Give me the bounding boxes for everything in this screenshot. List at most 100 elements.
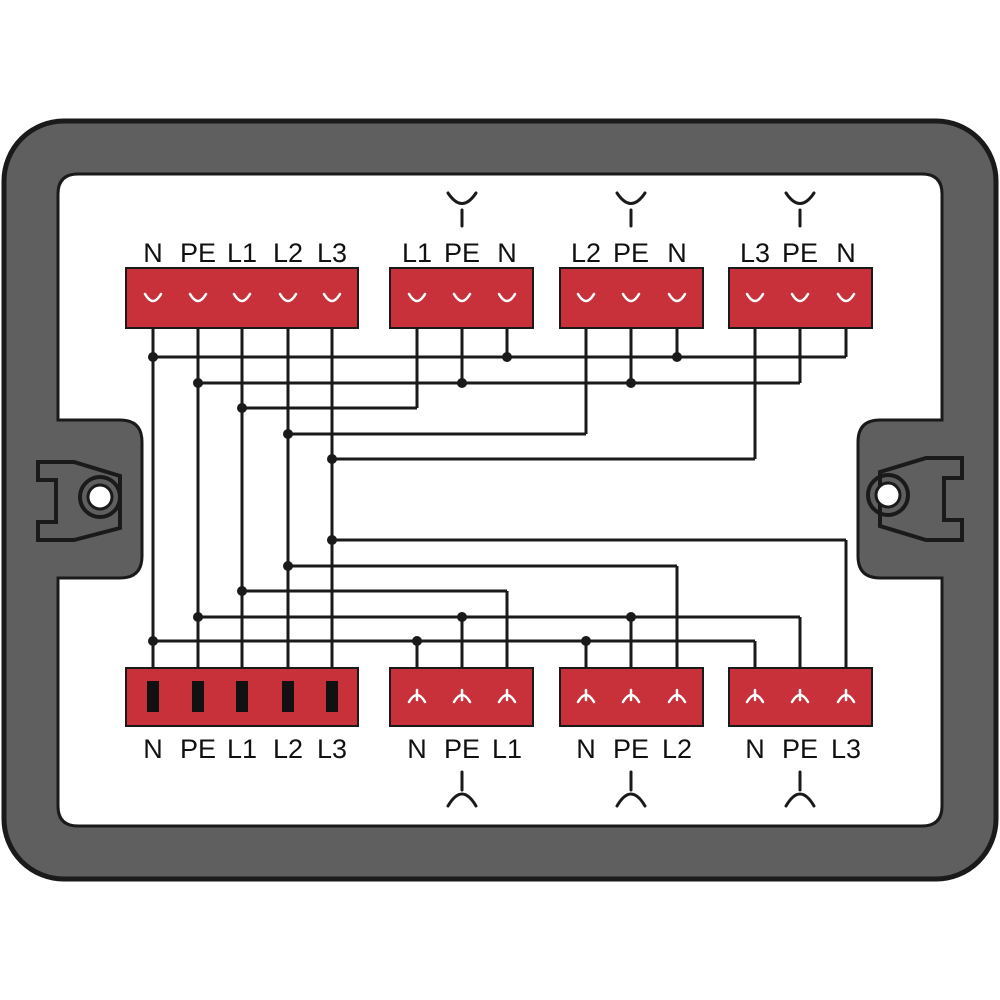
pin-label: L1	[227, 734, 257, 764]
plug-icon	[615, 770, 647, 808]
top-output-3: L3 PE N	[728, 191, 873, 329]
pin-blade	[326, 681, 338, 712]
pin-label: L2	[662, 734, 692, 764]
bottom-output-2: N PE L2	[559, 667, 704, 808]
pin-label: PE	[782, 238, 818, 268]
connector-body	[559, 267, 704, 329]
pin-label: PE	[180, 238, 216, 268]
pin-label: N	[667, 238, 687, 268]
junction-dot	[502, 352, 512, 362]
bottom-output-1: N PE L1	[389, 667, 534, 808]
top-output-2: L2 PE N	[559, 191, 704, 329]
junction-dot	[193, 612, 203, 622]
socket-icon	[784, 191, 816, 228]
bottom-main-input: N PE L1 L2 L3	[125, 667, 359, 764]
pin-label: L2	[273, 734, 303, 764]
pin-contact	[232, 292, 252, 303]
pin-contact	[407, 292, 427, 303]
pin-label: L3	[317, 734, 347, 764]
junction-dot	[626, 378, 636, 388]
pin-label: N	[745, 734, 765, 764]
pin-label: N	[576, 734, 596, 764]
pin-label: PE	[613, 734, 649, 764]
pin-contact	[278, 292, 298, 303]
pin-contact	[497, 292, 517, 303]
pin-blade	[192, 681, 204, 712]
pin-label: PE	[782, 734, 818, 764]
junction-dot	[237, 586, 247, 596]
pin-contact	[576, 292, 596, 303]
plug-icon	[784, 770, 816, 808]
left-screw-hole-outer	[78, 475, 122, 519]
pin-label: L1	[492, 734, 522, 764]
pin-label: L1	[227, 238, 257, 268]
connector-body	[389, 267, 534, 329]
pin-label: N	[143, 238, 163, 268]
pin-label: L2	[273, 238, 303, 268]
top-main-input: N PE L1 L2 L3	[125, 238, 359, 329]
connector-body	[125, 267, 359, 329]
pin-blade	[147, 681, 159, 712]
junction-dot	[412, 636, 422, 646]
pin-contact	[188, 292, 208, 303]
left-mounting-hole	[36, 460, 122, 542]
inner-panel	[56, 172, 944, 828]
junction-dot	[283, 429, 293, 439]
junction-dots	[148, 352, 682, 646]
pin-label: L3	[831, 734, 861, 764]
pin-contact	[452, 688, 472, 704]
pin-contact	[322, 292, 342, 303]
pin-label: L1	[402, 238, 432, 268]
pin-contact	[667, 292, 687, 303]
pin-label: PE	[444, 238, 480, 268]
pin-label: N	[836, 238, 856, 268]
pin-contact	[143, 292, 163, 303]
pin-contact	[745, 688, 765, 704]
junction-dot	[327, 535, 337, 545]
pin-label: L3	[317, 238, 347, 268]
junction-dot	[327, 454, 337, 464]
pin-contact	[407, 688, 427, 704]
left-screw-hole-inner	[86, 483, 114, 511]
pin-contact	[667, 688, 687, 704]
pin-contact	[497, 688, 517, 704]
junction-dot	[283, 561, 293, 571]
pin-contact	[836, 292, 856, 303]
pin-label: L2	[571, 238, 601, 268]
junction-dot	[237, 403, 247, 413]
junction-dot	[626, 612, 636, 622]
socket-icon	[446, 191, 478, 228]
pin-label: PE	[613, 238, 649, 268]
pin-contact	[452, 292, 472, 303]
junction-dot	[148, 352, 158, 362]
pin-label: PE	[444, 734, 480, 764]
pin-blade	[282, 681, 294, 712]
pin-contact	[790, 292, 810, 303]
pin-label: PE	[180, 734, 216, 764]
plug-icon	[446, 770, 478, 808]
junction-dot	[672, 352, 682, 362]
pin-contact	[745, 292, 765, 303]
pin-contact	[621, 292, 641, 303]
pin-label: N	[407, 734, 427, 764]
junction-dot	[581, 636, 591, 646]
top-output-1: L1 PE N	[389, 191, 534, 329]
pin-contact	[621, 688, 641, 704]
connector-body	[728, 267, 873, 329]
socket-icon	[615, 191, 647, 228]
junction-dot	[457, 612, 467, 622]
pin-contact	[576, 688, 596, 704]
junction-dot	[148, 636, 158, 646]
pin-label: L3	[740, 238, 770, 268]
left-clamp-bracket	[36, 460, 122, 542]
right-screw-hole-inner	[874, 481, 902, 509]
right-mounting-hole	[866, 456, 964, 542]
pin-blade	[236, 681, 248, 712]
pin-label: N	[497, 238, 517, 268]
right-clamp-bracket	[878, 456, 964, 542]
right-screw-hole-outer	[866, 473, 910, 517]
connector-body	[559, 667, 704, 727]
connector-body	[728, 667, 873, 727]
junction-dot	[457, 378, 467, 388]
